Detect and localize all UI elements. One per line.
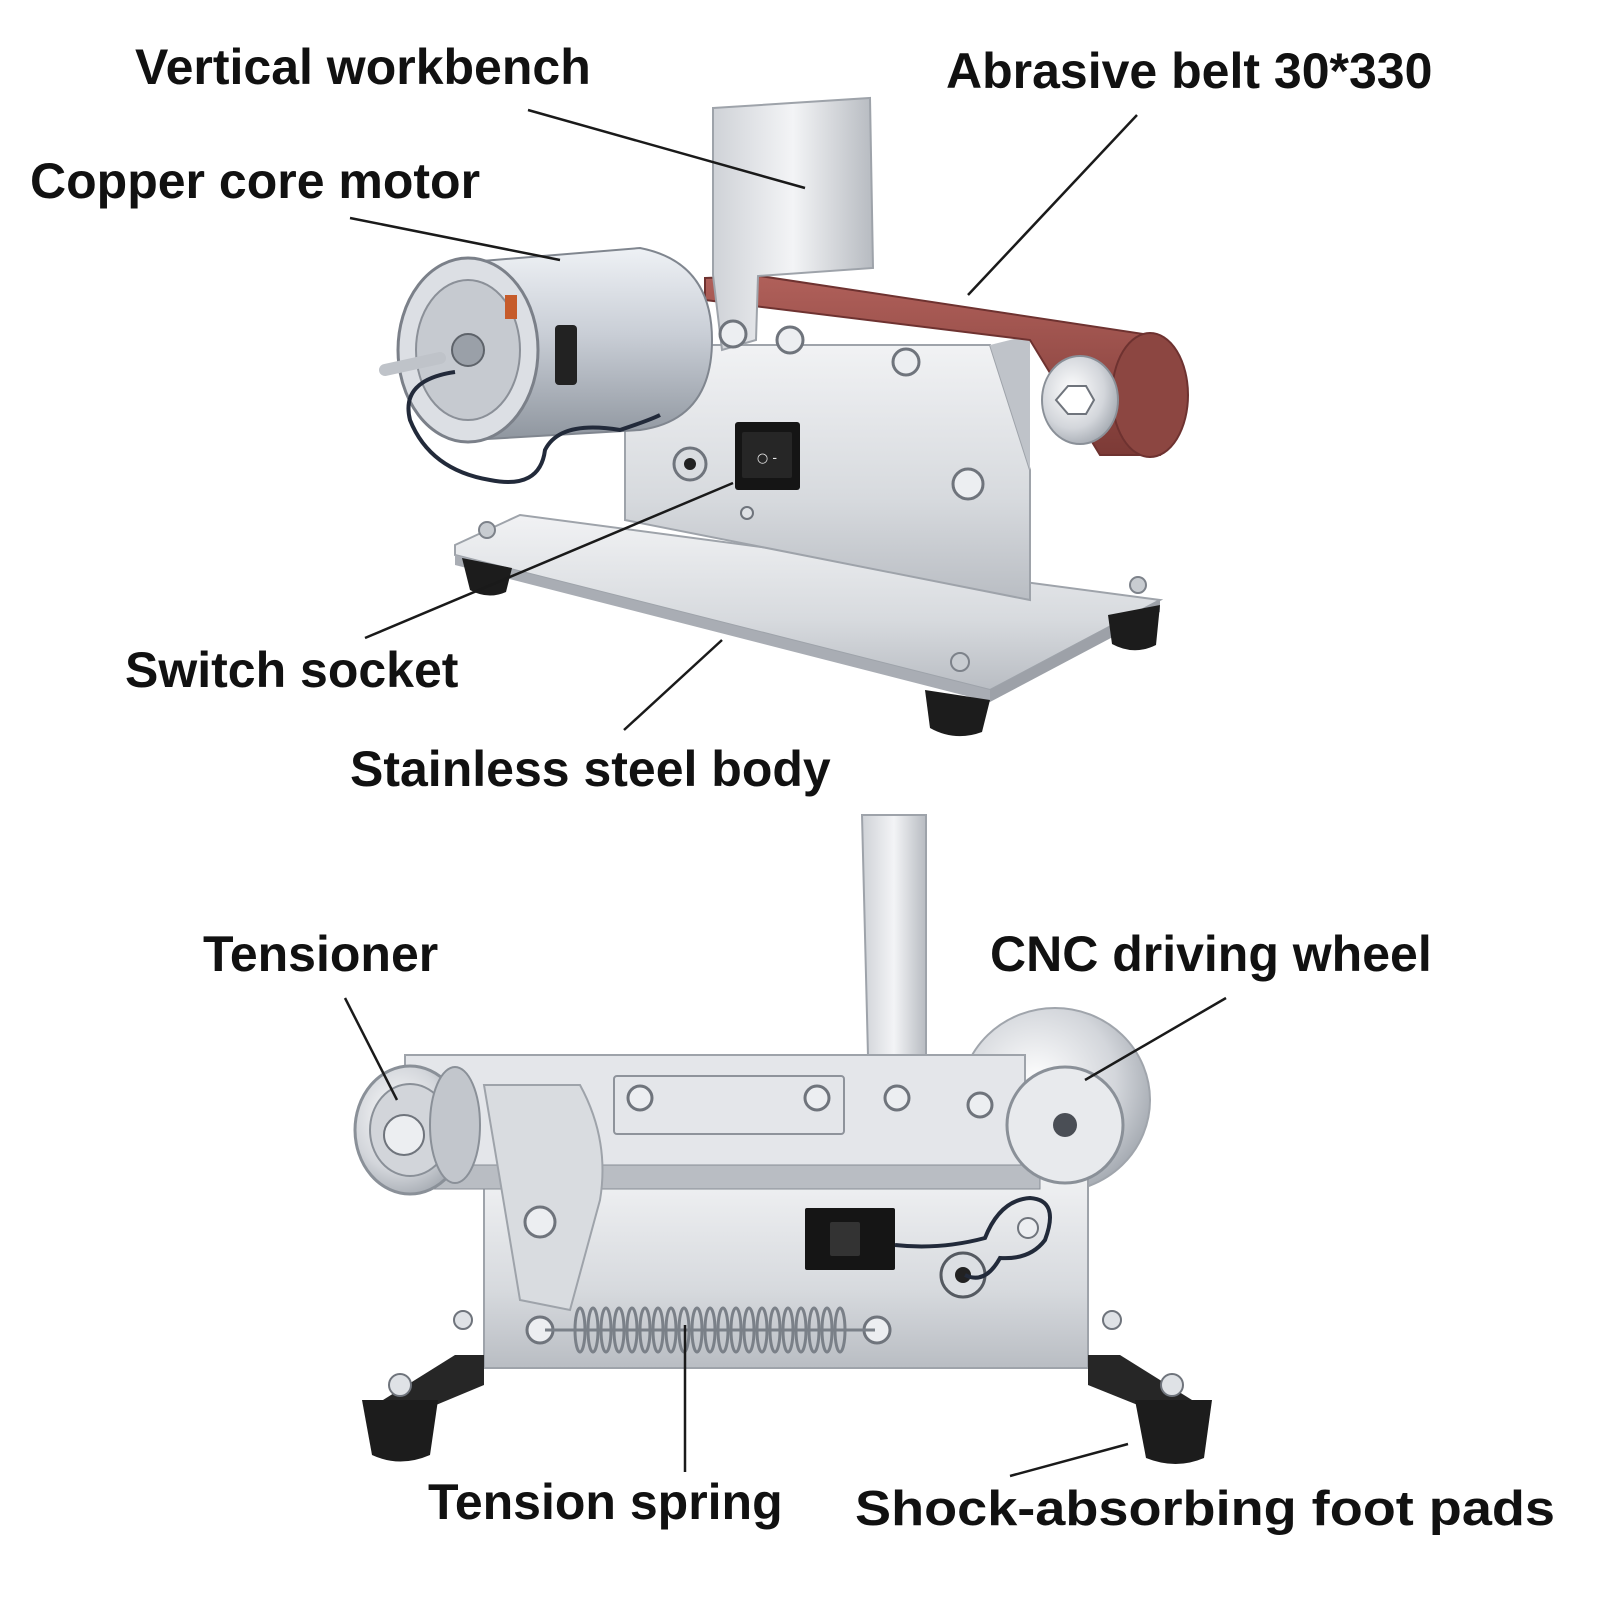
spring-coil [807, 1306, 821, 1354]
bolt-icon [803, 1084, 831, 1112]
leader-abrasive-belt [967, 114, 1138, 296]
spring-coil [833, 1306, 847, 1354]
motor-wire [406, 370, 661, 484]
label-abrasive-belt: Abrasive belt 30*330 [946, 43, 1432, 99]
spring-coil [690, 1306, 704, 1354]
top-foot-pad [462, 558, 512, 596]
bolt-icon [775, 325, 805, 355]
spring-coil [820, 1306, 834, 1354]
switch-mark-icon: ○ - [757, 451, 777, 466]
leader-copper-core-motor [349, 216, 561, 262]
spring-coil [794, 1306, 808, 1354]
bolt-icon [951, 467, 985, 501]
bolt-icon [1017, 1217, 1039, 1239]
label-tensioner: Tensioner [203, 926, 438, 982]
leader-tensioner [343, 997, 399, 1101]
leader-vertical-workbench [527, 108, 806, 190]
bolt-icon [388, 1373, 412, 1397]
bolt-icon [478, 521, 496, 539]
top-sander-illustration: ○ - [379, 96, 1189, 737]
leader-stainless-steel-body [623, 639, 723, 731]
label-foot-pads: Shock-absorbing foot pads [855, 1482, 1555, 1536]
bottom-foot-pad [362, 1400, 438, 1462]
spring-coil [755, 1306, 769, 1354]
leader-cnc-driving-wheel [1084, 996, 1227, 1082]
top-base-plate-edge [455, 555, 990, 702]
bolt-icon [718, 319, 748, 349]
bolt-icon [891, 347, 921, 377]
spring-coil [599, 1306, 613, 1354]
bolt-icon [453, 1310, 473, 1330]
bottom-tension-spring [545, 1306, 875, 1354]
bolt-icon [626, 1084, 654, 1112]
bolt-icon [1102, 1310, 1122, 1330]
label-stainless-steel-body: Stainless steel body [350, 741, 831, 797]
top-copper-core-motor [379, 246, 714, 484]
bottom-tensioner-wheel [353, 1064, 481, 1196]
leader-foot-pads [1009, 1442, 1129, 1478]
label-switch-socket: Switch socket [125, 642, 459, 698]
leader-lines [343, 108, 1227, 1478]
bolt-icon [1160, 1373, 1184, 1397]
spring-coil [716, 1306, 730, 1354]
bolt-icon [950, 652, 970, 672]
leader-switch-socket [364, 481, 734, 640]
spring-coil [703, 1306, 717, 1354]
labels: Vertical workbench Abrasive belt 30*330 … [30, 39, 1555, 1536]
spring-coil [768, 1306, 782, 1354]
label-vertical-workbench: Vertical workbench [135, 39, 591, 95]
top-vertical-workbench [712, 96, 875, 352]
bottom-sander-illustration [353, 814, 1212, 1464]
spring-coil [612, 1306, 626, 1354]
top-foot-pad [925, 690, 990, 737]
spring-coil [651, 1306, 665, 1354]
bottom-bolts [523, 1084, 1039, 1345]
top-side-panel [624, 344, 1031, 602]
spring-coil [638, 1306, 652, 1354]
spring-coil [781, 1306, 795, 1354]
bolt-icon [1129, 576, 1147, 594]
label-cnc-driving-wheel: CNC driving wheel [990, 926, 1432, 982]
bolt-icon [740, 506, 754, 520]
spring-coil [586, 1306, 600, 1354]
label-copper-core-motor: Copper core motor [30, 153, 480, 209]
bottom-foot-pad [1135, 1400, 1212, 1464]
label-tension-spring: Tension spring [428, 1474, 783, 1530]
bottom-vertical-workbench [860, 814, 927, 1057]
bolt-icon [523, 1205, 557, 1239]
spring-coil [625, 1306, 639, 1354]
spring-coil [729, 1306, 743, 1354]
spring-coil [664, 1306, 678, 1354]
spring-coil [742, 1306, 756, 1354]
spring-coil [573, 1306, 587, 1354]
bottom-wire [894, 1195, 1052, 1280]
bolt-icon [883, 1084, 911, 1112]
bottom-driving-hub [1005, 1065, 1125, 1185]
panel-bolts [718, 319, 985, 520]
bolt-icon [966, 1091, 994, 1119]
top-foot-pad [1108, 605, 1160, 651]
